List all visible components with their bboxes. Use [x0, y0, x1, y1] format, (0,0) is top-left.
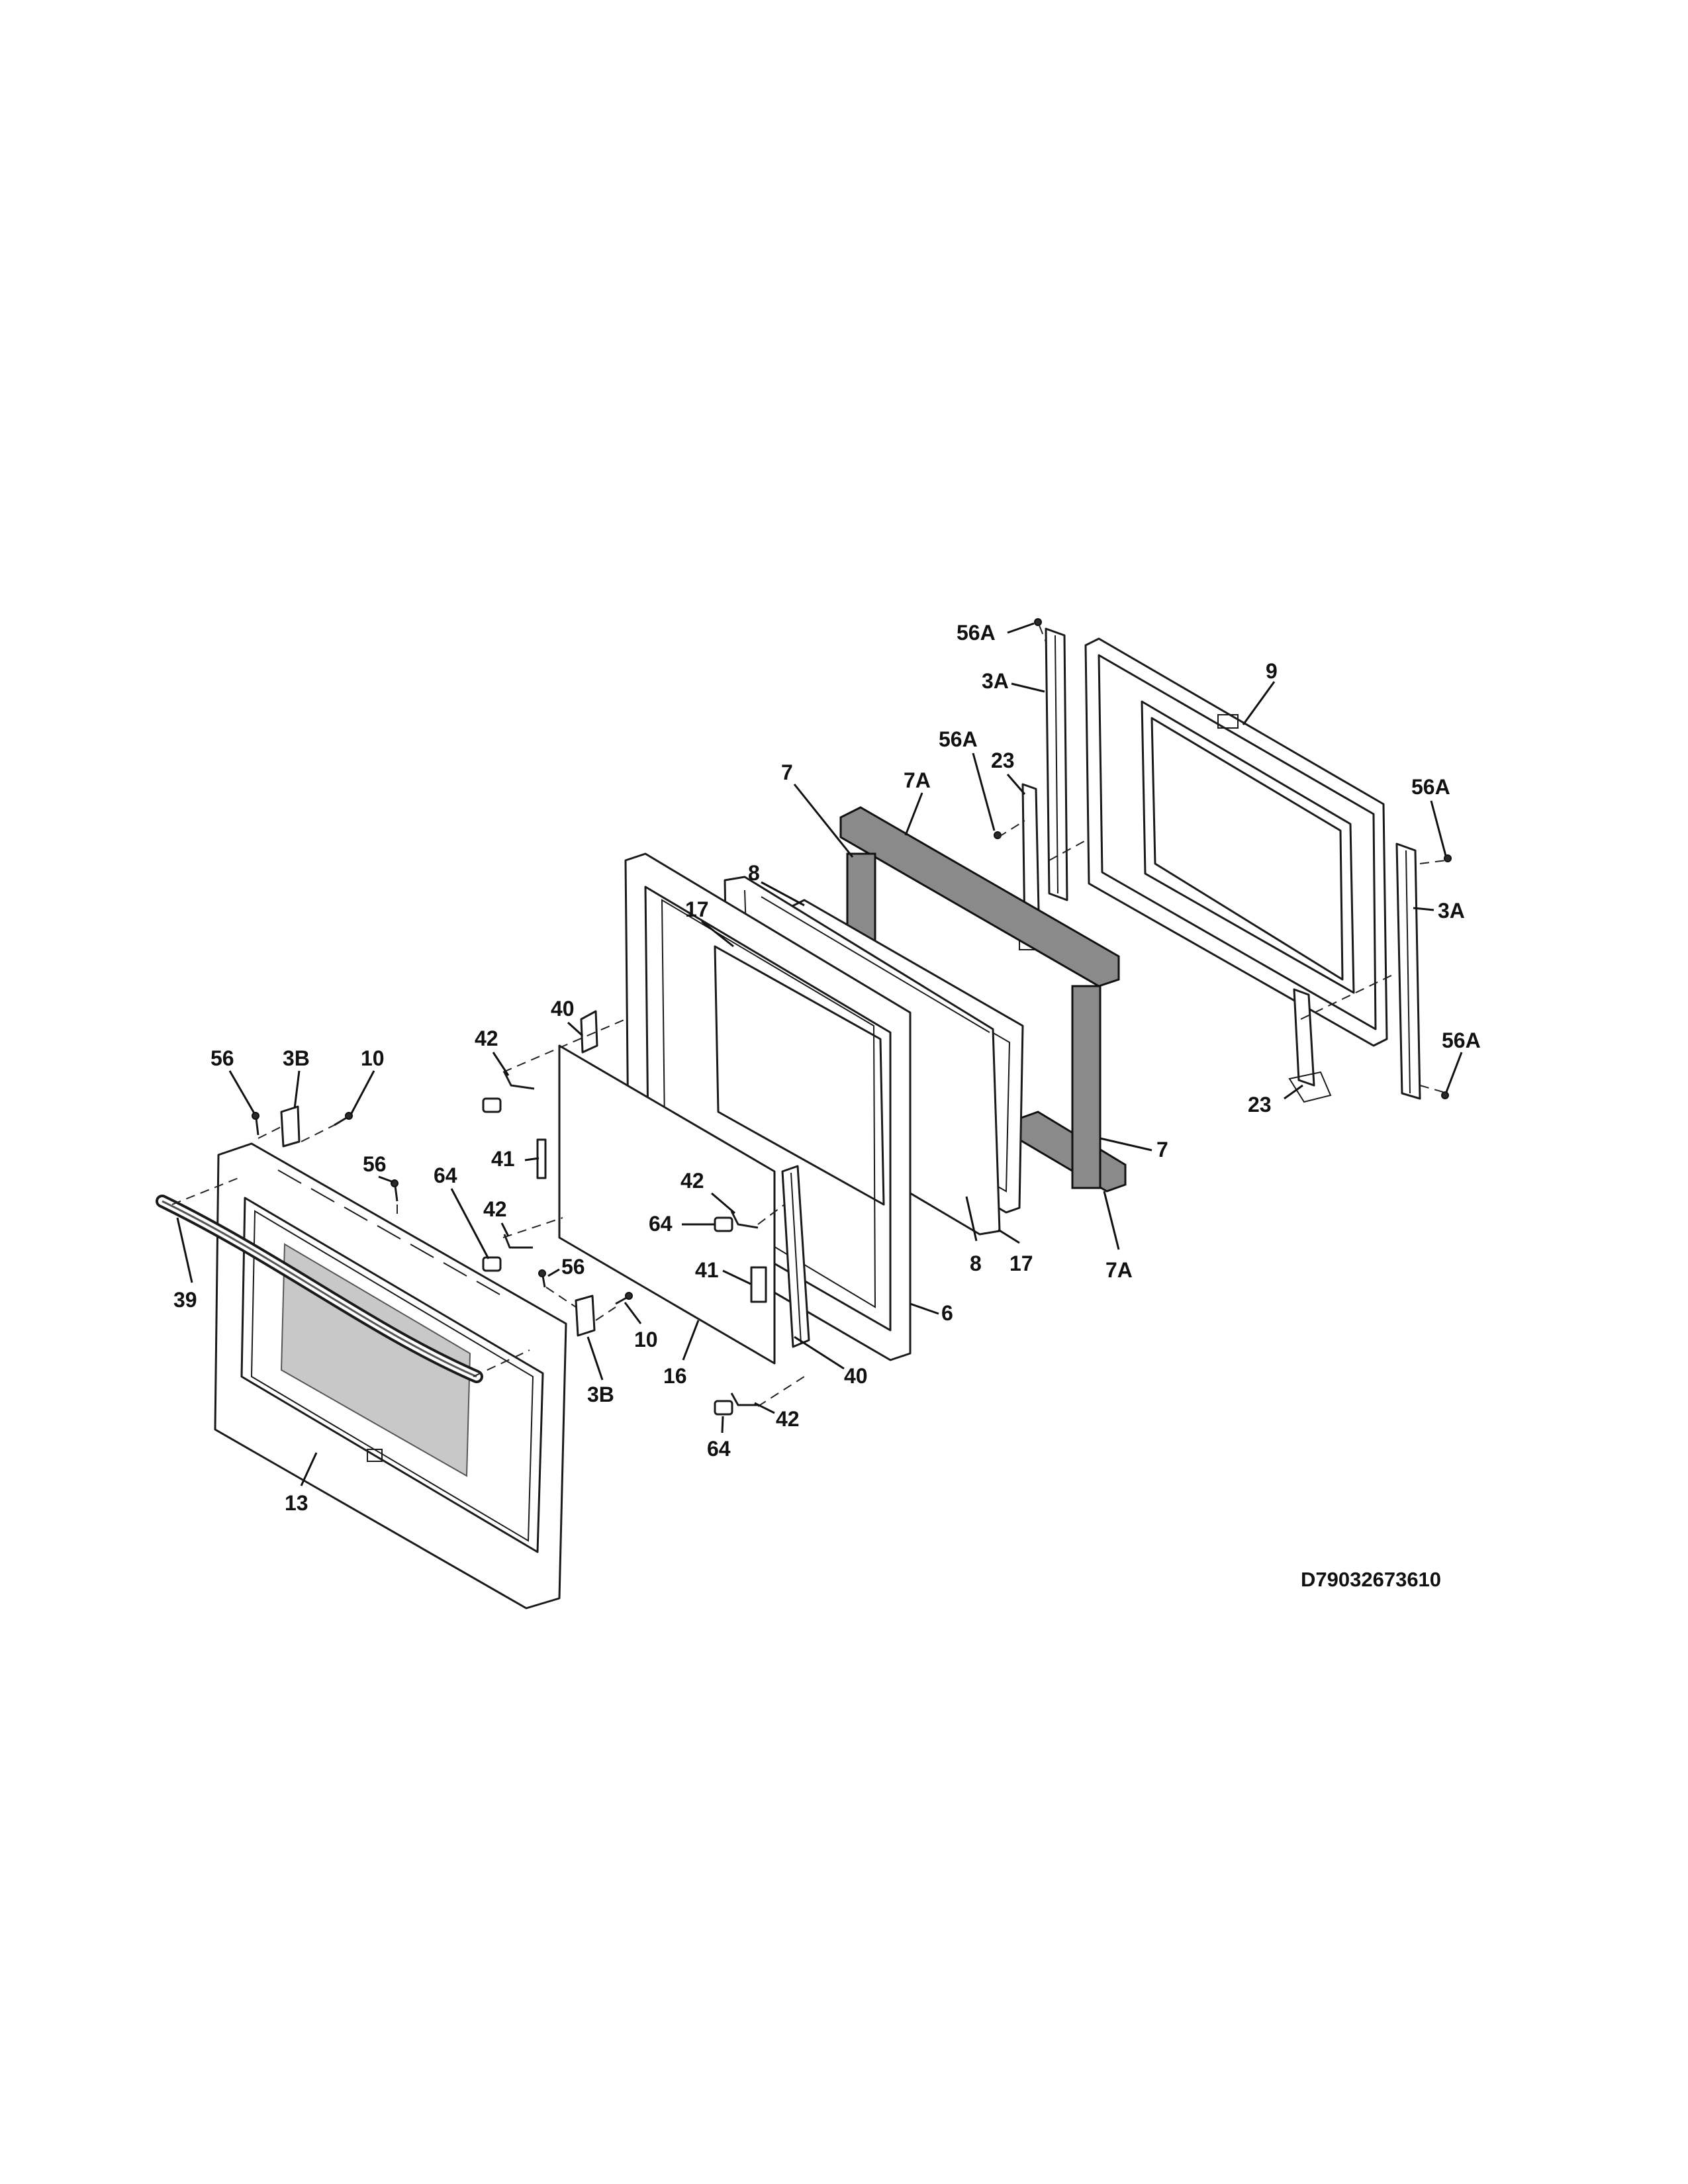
callout-3A-left: 3A	[982, 669, 1009, 693]
part-13-outer-door-panel	[214, 1142, 567, 1610]
part-3B-bracket-upper	[280, 1105, 301, 1148]
callout-7-right: 7	[1156, 1138, 1168, 1161]
callout-7A-top: 7A	[904, 768, 931, 792]
part-41-clip-lower	[750, 1266, 767, 1303]
callout-3B-top: 3B	[283, 1046, 310, 1070]
callout-10-top: 10	[361, 1046, 385, 1070]
callout-42-bottom: 42	[776, 1407, 800, 1431]
callout-41-mid: 41	[695, 1258, 719, 1282]
part-56-screw-left	[252, 1112, 259, 1136]
callout-42-mid: 42	[483, 1197, 507, 1221]
part-40-bracket-lower	[781, 1165, 810, 1348]
part-10-screw-lower	[615, 1292, 633, 1305]
part-10-screw-upper	[334, 1112, 353, 1126]
part-42-clip-2	[503, 1234, 533, 1249]
callout-64-left: 64	[434, 1163, 457, 1187]
part-64-pad-1	[482, 1097, 502, 1113]
part-56A-screw-right-top	[1444, 854, 1452, 862]
callout-56A-right-bottom: 56A	[1442, 1028, 1481, 1052]
callout-labels: 56A 3A 9 56A 23 7A 7 56A 3A 8 17 56A 7 2…	[173, 621, 1481, 1515]
callout-56A-mid: 56A	[939, 727, 978, 751]
part-56-screw-mid	[391, 1179, 399, 1202]
callout-13: 13	[285, 1491, 308, 1515]
part-23-hinge-lower	[1288, 988, 1332, 1103]
part-7-insulation-right	[1071, 985, 1102, 1189]
callout-40-top: 40	[551, 997, 575, 1021]
callout-42-right: 42	[680, 1169, 704, 1193]
part-42-clip-3	[730, 1210, 759, 1229]
part-56A-screw-top	[1034, 618, 1042, 626]
part-56-screw-bottom	[538, 1269, 546, 1288]
part-3A-right-trim	[1395, 842, 1421, 1100]
part-42-clip-4	[730, 1392, 758, 1406]
part-56A-screw-mid	[994, 831, 1002, 839]
callout-6: 6	[941, 1301, 953, 1325]
callout-23-top: 23	[991, 749, 1015, 772]
callout-41-top: 41	[491, 1147, 515, 1171]
part-56A-screw-right-bottom	[1441, 1091, 1449, 1099]
callout-40-bottom: 40	[844, 1364, 868, 1388]
part-16-inner-glass	[558, 1044, 776, 1365]
callout-7A-bottom: 7A	[1105, 1258, 1133, 1282]
callout-10-bottom: 10	[634, 1328, 658, 1351]
part-42-clip-1	[503, 1071, 535, 1090]
part-9-inner-door-frame	[1084, 637, 1388, 1047]
part-64-pad-2	[482, 1256, 502, 1272]
callout-3A-right: 3A	[1438, 899, 1465, 923]
part-3B-bracket-lower	[575, 1295, 596, 1337]
callout-9: 9	[1266, 659, 1278, 683]
callout-64-bottom: 64	[707, 1437, 731, 1461]
assembly-guide-lines	[171, 625, 1447, 1407]
callout-56-mid: 56	[363, 1152, 387, 1176]
callout-56A-right-top: 56A	[1411, 775, 1450, 799]
callout-3B-bottom: 3B	[587, 1383, 614, 1406]
part-40-bracket-upper	[580, 1010, 598, 1054]
callout-17-bottom: 17	[1009, 1251, 1033, 1275]
callout-23-bottom: 23	[1248, 1093, 1272, 1116]
part-64-pad-3	[714, 1216, 733, 1232]
diagram-code: D79032673610	[1301, 1568, 1441, 1591]
callout-17-top: 17	[685, 897, 709, 921]
part-7A-insulation-top	[839, 806, 1120, 987]
part-3A-left-trim	[1045, 627, 1068, 901]
callout-8-bottom: 8	[970, 1251, 982, 1275]
part-64-pad-4	[714, 1400, 733, 1416]
callout-leaders	[176, 622, 1463, 1486]
callout-8-top: 8	[748, 861, 760, 885]
part-39-door-handle	[156, 1195, 483, 1383]
callout-56A-top: 56A	[957, 621, 996, 645]
callout-16: 16	[663, 1364, 687, 1388]
callout-39: 39	[173, 1288, 197, 1312]
callout-64-mid: 64	[649, 1212, 673, 1236]
callout-56-left: 56	[211, 1046, 234, 1070]
callout-56-bottom: 56	[561, 1255, 585, 1279]
callout-42-top: 42	[475, 1026, 498, 1050]
callout-7-top: 7	[781, 760, 793, 784]
